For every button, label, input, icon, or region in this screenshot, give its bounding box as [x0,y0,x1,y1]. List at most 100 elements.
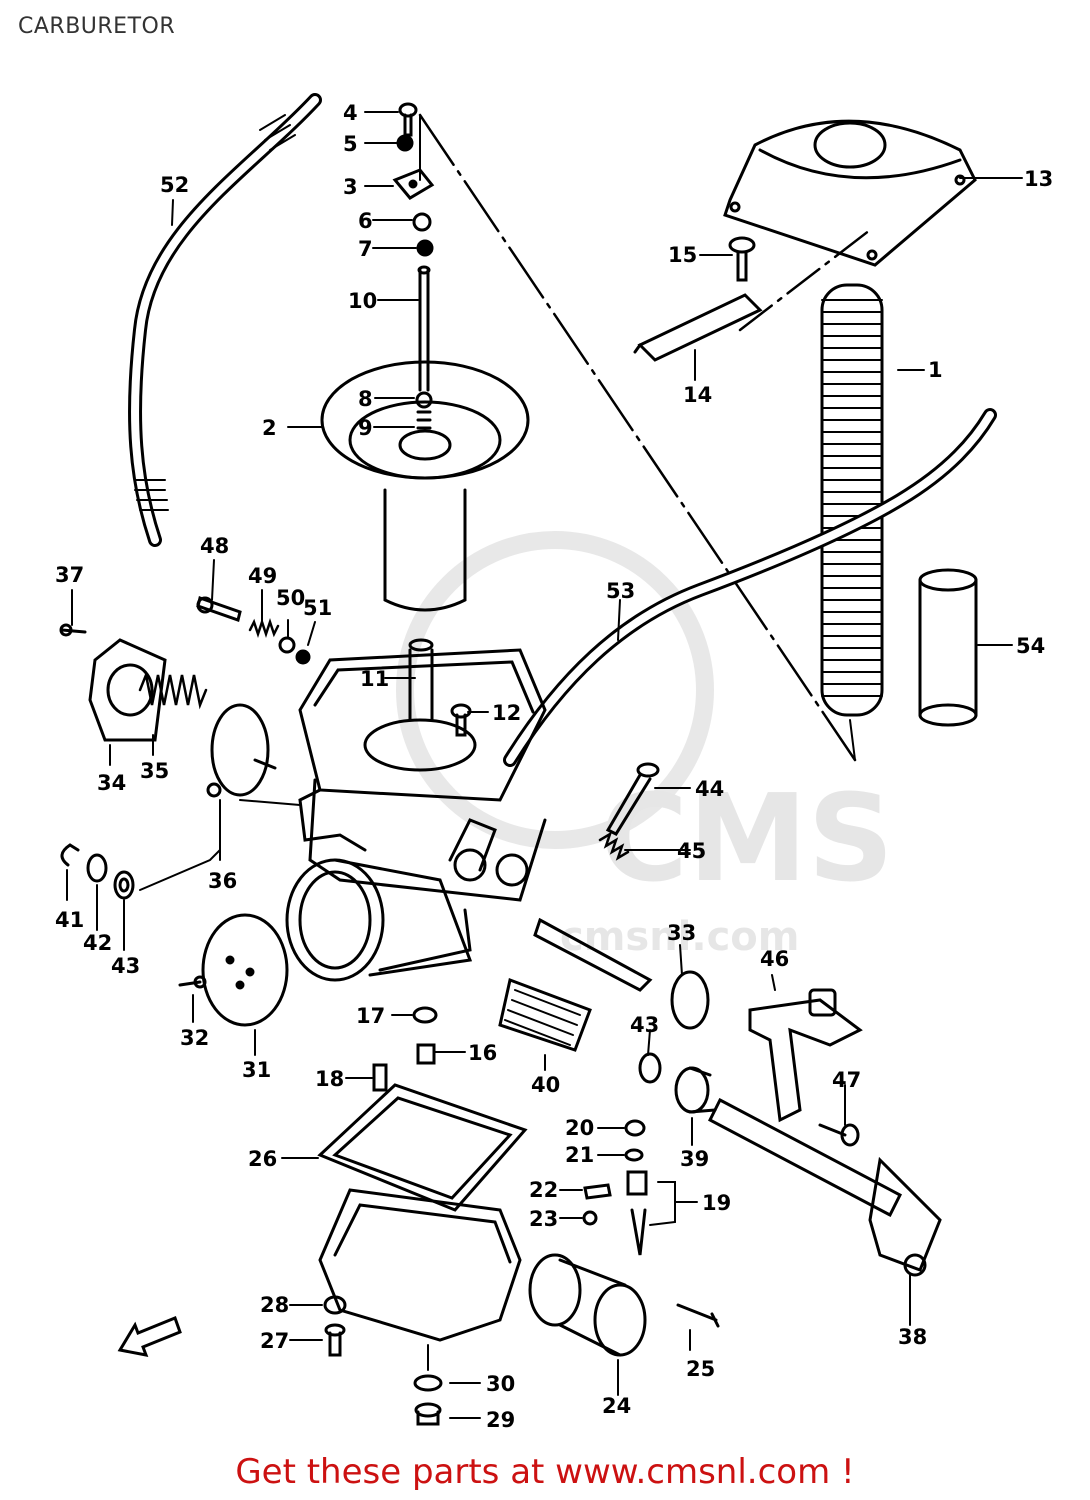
pin-25 [676,1303,720,1328]
part-label: 19 [702,1191,731,1215]
washer-43 [113,870,135,900]
fwd-arrow-icon [117,1316,182,1357]
clip-41 [60,843,80,867]
part-label: 8 [358,387,373,411]
part-label: 9 [358,416,373,440]
plate-22 [583,1183,612,1200]
bracket-14 [633,293,763,362]
washer-5 [396,134,414,152]
lever-46 [748,988,863,1123]
part-label: 14 [683,383,712,407]
screw-37 [59,623,87,637]
nut-28 [323,1295,347,1315]
part-label: 46 [760,947,789,971]
part-label: 48 [200,534,229,558]
part-label: 7 [358,237,373,261]
part-label: 3 [343,175,358,199]
hose-53 [503,408,997,767]
part-label: 47 [832,1068,861,1092]
part-label: 35 [140,759,169,783]
part-label: 24 [602,1394,631,1418]
part-label: 31 [242,1058,271,1082]
part-label: 4 [343,101,358,125]
nut-17 [412,1006,438,1024]
part-label: 18 [315,1067,344,1091]
part-label: 41 [55,908,84,932]
spring-1 [820,283,884,717]
spring-45 [598,831,630,861]
part-label: 12 [492,701,521,725]
part-label: 23 [529,1207,558,1231]
jet-18 [372,1063,388,1092]
ring-51 [295,649,311,665]
plate-3 [392,168,435,200]
part-label: 40 [531,1073,560,1097]
part-label: 33 [667,921,696,945]
float-24 [528,1253,647,1357]
ring-7 [416,239,434,257]
part-label: 43 [111,954,140,978]
part-label: 54 [1016,634,1045,658]
part-label: 42 [83,931,112,955]
leader-line [418,113,857,762]
part-label: 52 [160,173,189,197]
part-label: 2 [262,416,277,440]
part-label: 1 [928,358,943,382]
washer-50 [278,636,296,654]
throttle-stop-screw-33 [533,917,710,1030]
part-label: 34 [97,771,126,795]
washer-30 [413,1374,443,1392]
part-label: 15 [668,243,697,267]
part-label: 26 [248,1147,277,1171]
watermark-text: CMS [600,770,894,909]
nut-6 [412,212,432,232]
nut-20 [624,1119,646,1137]
washer-43b [638,1052,662,1084]
part-label: 38 [898,1325,927,1349]
plate-31 [201,913,289,1027]
throttle-shaft-38 [708,1097,942,1277]
float-needle-19 [626,1170,648,1256]
part-label: 20 [565,1116,594,1140]
jet-16 [416,1043,436,1065]
leader-lines [66,111,1023,1419]
part-label: 17 [356,1004,385,1028]
screw-23 [582,1210,598,1226]
screw-4 [398,102,418,137]
part-label: 50 [276,586,305,610]
part-label: 49 [248,564,277,588]
part-label: 51 [303,596,332,620]
part-label: 22 [529,1178,558,1202]
part-label: 39 [680,1147,709,1171]
part-label: 32 [180,1026,209,1050]
float-bowl [318,1188,522,1342]
footer-link[interactable]: Get these parts at www.cmsnl.com ! [235,1452,855,1492]
diaphragm-36 [206,703,277,798]
part-label: 29 [486,1408,515,1432]
part-label: 28 [260,1293,289,1317]
screw-47 [818,1123,860,1147]
spring-35 [138,670,208,710]
washer-42 [86,853,108,883]
carburetor-body [285,638,547,982]
part-label: 10 [348,289,377,313]
part-label: 44 [695,777,724,801]
screw-32 [178,975,207,989]
screw-48 [196,596,242,622]
part-label: 21 [565,1143,594,1167]
screw-44 [605,762,660,836]
part-label: 25 [686,1357,715,1381]
part-label: 53 [606,579,635,603]
spring-49 [248,618,280,638]
collar-39 [674,1066,717,1114]
diaphragm-piston-2 [320,360,530,612]
carburetor-top-cap [723,119,977,267]
part-label: 30 [486,1372,515,1396]
washer-21 [624,1148,644,1162]
gasket-26 [317,1083,528,1212]
plug-29 [414,1402,442,1426]
part-label: 36 [208,869,237,893]
watermark: CMS cmsnl.com [396,531,894,960]
jet-needle-10 [417,265,431,392]
